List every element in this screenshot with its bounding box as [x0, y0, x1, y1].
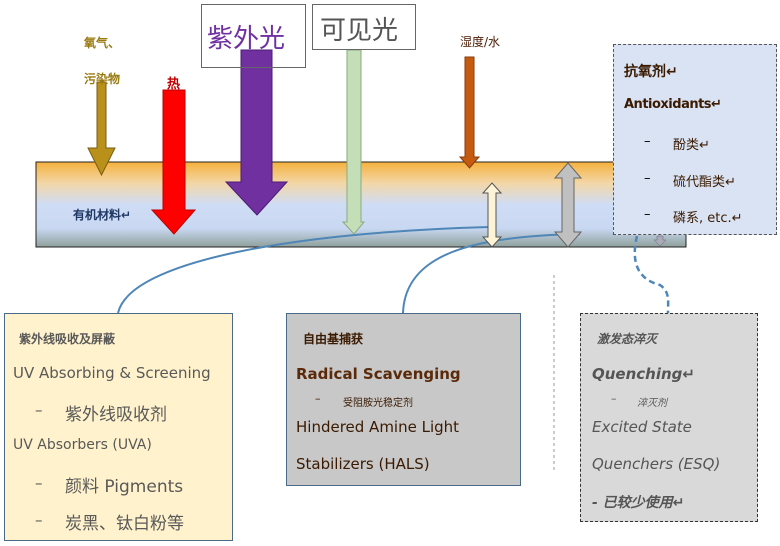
connector-radical [402, 233, 581, 314]
radical-title-en: Radical Scavenging [296, 365, 461, 383]
bullet: – [35, 474, 43, 492]
hals-line2: Stabilizers (HALS) [296, 455, 430, 473]
quench-title-en: Quenching↵ [592, 365, 695, 383]
antioxidant-item-thioesters: 硫代酯类↵ [673, 175, 736, 190]
hals-line1: Hindered Amine Light [296, 418, 460, 436]
rarely-used-note: - 已较少使用↵ [592, 495, 685, 511]
connector-quench [633, 235, 670, 314]
visible-light-label: 可见光 [320, 16, 399, 46]
small-arrow [653, 235, 667, 247]
bullet: – [644, 207, 651, 222]
organic-material-label: 有机材料↵ [73, 208, 132, 222]
uv-absorbers-en: UV Absorbers (UVA) [13, 437, 152, 453]
quenching-box: 激发态淬灭 Quenching↵ – 淬灭剂 Excited State Que… [580, 313, 758, 522]
humidity-arrow [458, 56, 481, 169]
esq-line2: Quenchers (ESQ) [592, 455, 721, 473]
oxygen-arrow [87, 81, 116, 177]
antioxidants-box: 抗氧剂↵ Antioxidants↵ – 酚类↵ – 硫代酯类↵ – 磷系, e… [613, 44, 777, 235]
esq-line1: Excited State [592, 418, 692, 436]
uv-box-title-cn: 紫外线吸收及屏蔽 [19, 332, 116, 346]
bullet: – [35, 511, 43, 529]
uv-box-title-en: UV Absorbing & Screening [13, 364, 211, 382]
visible-light-label-box [312, 4, 416, 50]
oxygen-label: 氧气、 [84, 36, 121, 50]
antioxidants-title-cn: 抗氧剂↵ [624, 64, 678, 80]
pigments-item: 颜料 Pigments [65, 477, 184, 497]
migration-double-arrow [481, 182, 503, 248]
heat-label: 热 [167, 77, 181, 92]
radical-title-cn: 自由基捕获 [303, 332, 364, 346]
bullet: – [35, 401, 43, 419]
bullet: – [315, 392, 321, 405]
uv-light-label-box [201, 4, 306, 68]
uv-arrow [224, 49, 289, 216]
bullet: – [644, 134, 651, 149]
bullet: – [611, 392, 617, 405]
uv-absorbing-box: 紫外线吸收及屏蔽 UV Absorbing & Screening – 紫外线吸… [4, 313, 233, 541]
bullet: – [644, 171, 651, 186]
diffusion-double-arrow [553, 162, 583, 248]
visible-light-arrow [341, 49, 366, 235]
quencher-cn: 淬灭剂 [637, 398, 667, 409]
antioxidant-item-phenols: 酚类↵ [673, 138, 710, 153]
uv-light-label: 紫外光 [207, 24, 286, 54]
connector-uv [117, 226, 491, 314]
hals-cn: 受阻胺光稳定剂 [343, 398, 413, 409]
antioxidants-title-en: Antioxidants↵ [624, 97, 722, 112]
antioxidant-item-phosphites: 磷系, etc.↵ [673, 211, 743, 226]
heat-arrow [150, 89, 197, 235]
quench-title-cn: 激发态淬灭 [597, 332, 658, 346]
pollutants-label: 污染物 [84, 72, 121, 86]
radical-scavenging-box: 自由基捕获 Radical Scavenging – 受阻胺光稳定剂 Hinde… [286, 313, 521, 486]
uv-absorbers-cn: 紫外线吸收剂 [65, 405, 167, 425]
carbon-black-item: 炭黑、钛白粉等 [65, 514, 184, 534]
humidity-label: 湿度/水 [460, 35, 501, 49]
